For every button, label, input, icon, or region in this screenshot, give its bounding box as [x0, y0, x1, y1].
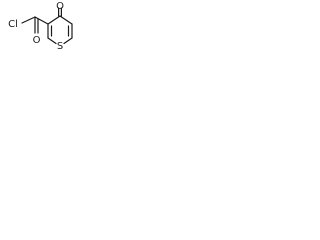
bond-c4-c5	[59, 15, 73, 25]
atom-oxygen-acyl: O	[33, 35, 41, 46]
bond-c3-ccarbonyl	[34, 16, 49, 25]
bond-s1-c6	[63, 37, 73, 45]
molecule-diagram: O O Cl S	[8, 1, 73, 52]
atom-chlorine: Cl	[8, 19, 18, 30]
bond-ccarbonyl-cl	[21, 16, 36, 24]
bond-c2-s1	[47, 37, 57, 45]
atom-oxygen-ketone: O	[56, 1, 64, 12]
atom-sulfur: S	[57, 41, 63, 52]
bond-c4-c3	[47, 15, 61, 25]
